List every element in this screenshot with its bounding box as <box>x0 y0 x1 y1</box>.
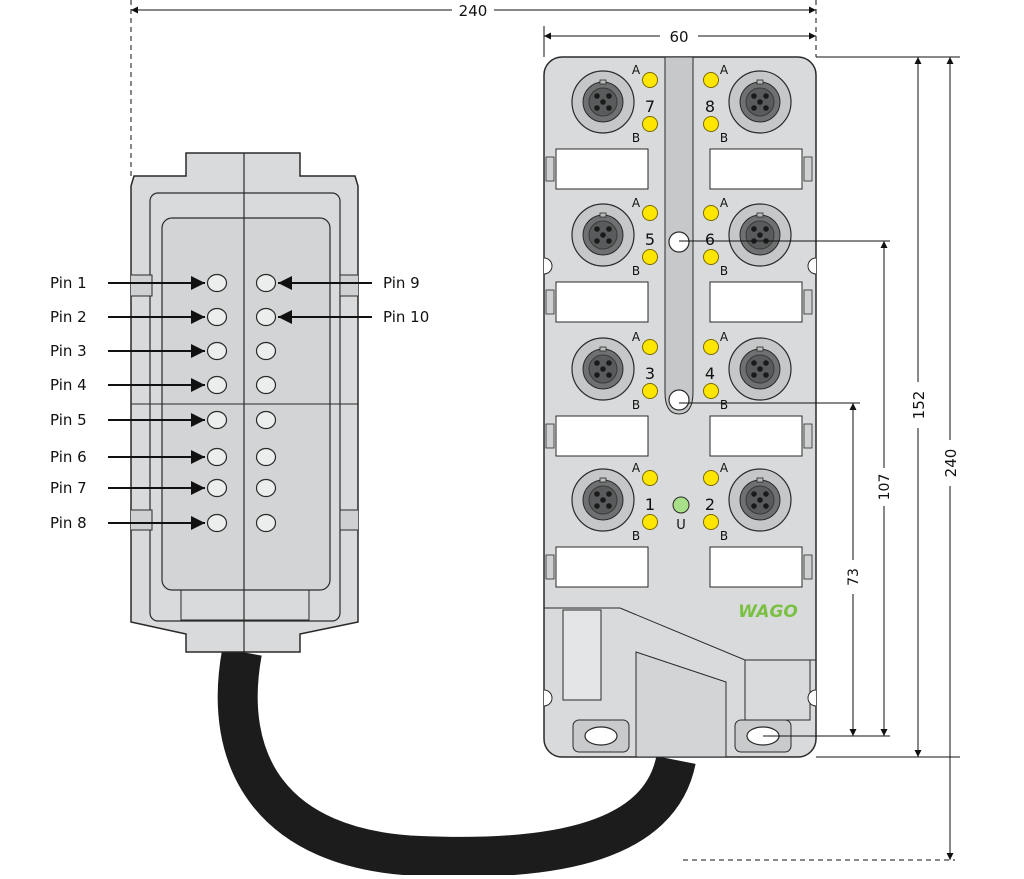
pin-label-2: Pin 2 <box>50 308 87 326</box>
led-3-a <box>642 339 658 355</box>
dimension-lines: 240 60 152 240 107 73 <box>130 0 960 861</box>
led-6-a <box>703 205 719 221</box>
led-2-b <box>703 514 719 530</box>
led-label-7-a: A <box>632 63 641 77</box>
led-4-a <box>703 339 719 355</box>
led-7-a <box>642 72 658 88</box>
dim-module-width: 60 <box>669 28 688 46</box>
led-label-6-b: B <box>720 264 728 278</box>
contact-hole-left-5 <box>206 410 228 430</box>
pin-label-5: Pin 5 <box>50 411 87 429</box>
dim-107: 107 <box>877 474 893 501</box>
port-number-1: 1 <box>645 495 655 514</box>
power-led-label: U <box>676 518 686 533</box>
contact-hole-left-3 <box>206 341 228 361</box>
contact-hole-right-5 <box>255 410 277 430</box>
contact-hole-right-8 <box>255 513 277 533</box>
contact-hole-right-2 <box>255 307 277 327</box>
contact-hole-left-2 <box>206 307 228 327</box>
led-7-b <box>642 116 658 132</box>
led-label-2-b: B <box>720 529 728 543</box>
led-2-a <box>703 470 719 486</box>
dim-module-height: 152 <box>910 391 928 420</box>
led-3-b <box>642 383 658 399</box>
pin-label-10: Pin 10 <box>383 308 429 326</box>
led-label-1-a: A <box>632 461 641 475</box>
pin-label-3: Pin 3 <box>50 342 87 360</box>
led-1-b <box>642 514 658 530</box>
led-5-b <box>642 249 658 265</box>
port-number-7: 7 <box>645 97 655 116</box>
label-window-4 <box>709 415 803 457</box>
heavy-duty-connector <box>130 152 359 653</box>
led-label-3-b: B <box>632 398 640 412</box>
center-hole-upper <box>668 231 690 253</box>
led-label-6-a: A <box>720 196 729 210</box>
pin-label-4: Pin 4 <box>50 376 87 394</box>
label-window-3 <box>555 415 649 457</box>
pin-label-8: Pin 8 <box>50 514 87 532</box>
pin-label-7: Pin 7 <box>50 479 87 497</box>
contact-hole-right-3 <box>255 341 277 361</box>
led-8-a <box>703 72 719 88</box>
port-number-5: 5 <box>645 230 655 249</box>
contact-hole-left-8 <box>206 513 228 533</box>
cable <box>217 648 696 877</box>
label-window-7 <box>555 148 649 190</box>
m12-port-2 <box>728 468 792 532</box>
port-number-8: 8 <box>705 97 715 116</box>
m12-port-5 <box>571 203 635 267</box>
contact-hole-right-1 <box>255 273 277 293</box>
center-hole-lower <box>668 389 690 411</box>
pin-label-1: Pin 1 <box>50 274 87 292</box>
contact-hole-left-6 <box>206 447 228 467</box>
port-number-3: 3 <box>645 364 655 383</box>
label-window-6 <box>709 281 803 323</box>
dim-total-width: 240 <box>459 2 488 20</box>
m12-port-7 <box>571 70 635 134</box>
led-label-4-a: A <box>720 330 729 344</box>
contact-hole-right-6 <box>255 447 277 467</box>
led-5-a <box>642 205 658 221</box>
label-window-8 <box>709 148 803 190</box>
led-label-3-a: A <box>632 330 641 344</box>
led-6-b <box>703 249 719 265</box>
led-label-2-a: A <box>720 461 729 475</box>
led-label-4-b: B <box>720 398 728 412</box>
m12-port-6 <box>728 203 792 267</box>
m12-port-1 <box>571 468 635 532</box>
led-label-8-b: B <box>720 131 728 145</box>
dim-total-height: 240 <box>942 449 960 478</box>
power-led <box>672 496 690 514</box>
led-label-7-b: B <box>632 131 640 145</box>
pin-label-6: Pin 6 <box>50 448 87 466</box>
label-window-1 <box>555 546 649 588</box>
led-label-1-b: B <box>632 529 640 543</box>
contact-hole-left-1 <box>206 273 228 293</box>
contact-hole-left-7 <box>206 478 228 498</box>
led-4-b <box>703 383 719 399</box>
contact-hole-right-7 <box>255 478 277 498</box>
led-8-b <box>703 116 719 132</box>
port-number-4: 4 <box>705 364 715 383</box>
led-label-8-a: A <box>720 63 729 77</box>
pin-label-9: Pin 9 <box>383 274 420 292</box>
dim-73: 73 <box>846 568 862 586</box>
contact-hole-right-4 <box>255 375 277 395</box>
m12-port-8 <box>728 70 792 134</box>
brand-logo: WAGO <box>738 602 798 622</box>
m12-port-4 <box>728 337 792 401</box>
label-window-2 <box>709 546 803 588</box>
port-number-6: 6 <box>705 230 715 249</box>
contact-hole-left-4 <box>206 375 228 395</box>
led-label-5-a: A <box>632 196 641 210</box>
label-window-5 <box>555 281 649 323</box>
m12-port-3 <box>571 337 635 401</box>
led-1-a <box>642 470 658 486</box>
port-number-2: 2 <box>705 495 715 514</box>
led-label-5-b: B <box>632 264 640 278</box>
